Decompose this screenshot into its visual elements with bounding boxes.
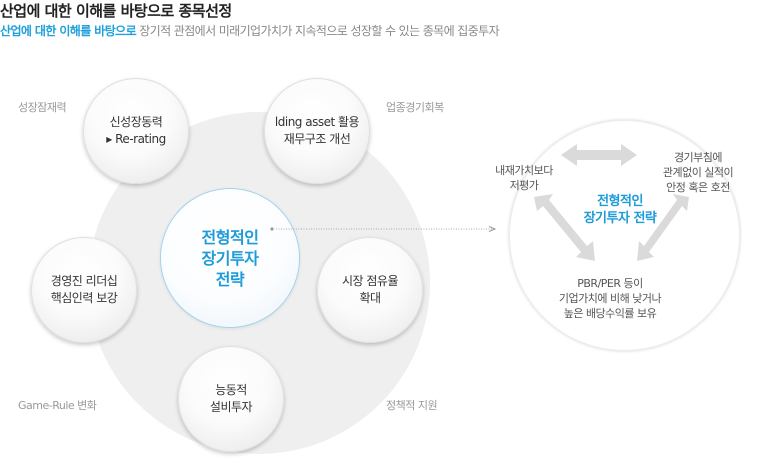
label-policy-support: 정책적 지원 bbox=[386, 399, 438, 412]
rtext-line2: 기업가치에 비해 낮거나 bbox=[558, 292, 662, 305]
page-title: 산업에 대한 이해를 바탕으로 종목선정 bbox=[0, 2, 232, 20]
right-text-valuation: PBR/PER 등이 기업가치에 비해 낮거나 높은 배당수익률 보유 bbox=[540, 276, 680, 321]
circle-line2: ▸ Re-rating bbox=[106, 132, 166, 146]
page-subtitle: 산업에 대한 이해를 바탕으로 장기적 관점에서 미래기업가치가 지속적으로 성… bbox=[0, 22, 500, 39]
circle-line1: 능동적 bbox=[215, 383, 247, 397]
circle-active-investment: 능동적 설비투자 bbox=[178, 346, 284, 452]
rtext-line2: 저평가 bbox=[509, 179, 539, 192]
circle-line2: 재무구조 개선 bbox=[283, 132, 351, 146]
connector-line bbox=[270, 226, 497, 232]
circle-line1: lding asset 활용 bbox=[274, 115, 360, 129]
circle-leadership: 경영진 리더십 핵심인력 보강 bbox=[31, 237, 137, 343]
label-industry-recovery: 업종경기회복 bbox=[386, 101, 444, 114]
label-growth-potential: 성장잠재력 bbox=[18, 101, 67, 114]
right-text-stable-earnings: 경기부침에 관계없이 실적이 안정 혹은 호전 bbox=[650, 150, 746, 195]
right-text-undervalued: 내재가치보다 저평가 bbox=[484, 163, 564, 193]
center-line3: 전략 bbox=[215, 269, 245, 289]
circle-line2: 확대 bbox=[359, 291, 381, 305]
circle-line2: 설비투자 bbox=[209, 400, 253, 414]
circle-line2: 핵심인력 보강 bbox=[50, 291, 118, 305]
right-center-text: 전형적인 장기투자 전략 bbox=[555, 193, 685, 227]
center-line2: 장기투자 bbox=[201, 248, 259, 268]
subtitle-highlight: 산업에 대한 이해를 바탕으로 bbox=[0, 24, 137, 38]
circle-line1: 경영진 리더십 bbox=[50, 274, 118, 288]
rtext-line1: 경기부침에 bbox=[673, 151, 723, 164]
subtitle-text: 장기적 관점에서 미래기업가치가 지속적으로 성장할 수 있는 종목에 집중투자 bbox=[136, 24, 500, 38]
right-center-line1: 전형적인 bbox=[597, 194, 643, 209]
center-circle-strategy: 전형적인 장기투자 전략 bbox=[161, 189, 299, 327]
circle-line1: 시장 점유율 bbox=[341, 274, 399, 288]
cycle-arrows bbox=[534, 144, 689, 261]
rtext-line3: 안정 혹은 호전 bbox=[666, 181, 730, 194]
rtext-line2: 관계없이 실적이 bbox=[662, 166, 734, 179]
center-line1: 전형적인 bbox=[201, 227, 259, 247]
circle-market-share: 시장 점유율 확대 bbox=[317, 237, 423, 343]
right-center-line2: 장기투자 전략 bbox=[583, 211, 657, 226]
label-game-rule-change: Game-Rule 변화 bbox=[18, 399, 97, 412]
rtext-line3: 높은 배당수익률 보유 bbox=[563, 307, 657, 320]
rtext-line1: 내재가치보다 bbox=[495, 164, 553, 177]
circle-line1: 신성장동력 bbox=[109, 115, 163, 129]
rtext-line1: PBR/PER 등이 bbox=[577, 277, 643, 290]
circle-asset-restructuring: lding asset 활용 재무구조 개선 bbox=[264, 78, 370, 184]
circle-new-growth-engine: 신성장동력 ▸ Re-rating bbox=[83, 78, 189, 184]
